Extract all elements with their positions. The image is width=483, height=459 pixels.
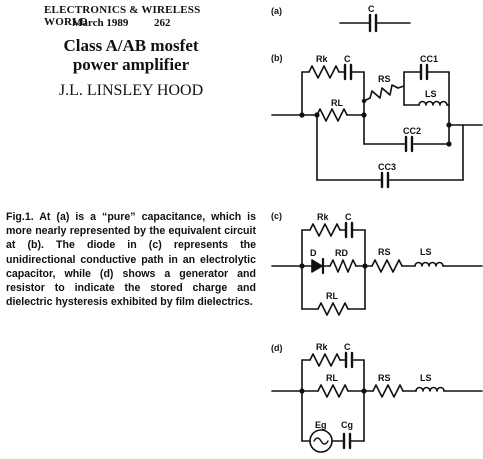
article-title-line-2: power amplifier <box>72 55 190 74</box>
capacitor-c <box>344 221 354 239</box>
capacitor-cc3 <box>380 171 390 189</box>
label-b-ls: LS <box>425 89 437 99</box>
label-b-rk: Rk <box>316 54 328 64</box>
resistor-rk <box>308 65 340 79</box>
label-b-rs: RS <box>378 74 391 84</box>
label-d-eg: Eg <box>315 420 327 430</box>
resistor-rs <box>369 84 399 99</box>
label-d-cg: Cg <box>341 420 353 430</box>
capacitor-c <box>344 351 354 369</box>
label-c-rk: Rk <box>317 212 329 222</box>
circuit-a <box>339 13 411 33</box>
circuit-b <box>271 63 483 189</box>
label-c-rl: RL <box>326 291 338 301</box>
capacitor-cc2 <box>404 135 414 153</box>
label-c-rd: RD <box>335 248 348 258</box>
resistor-rk <box>309 223 341 237</box>
diode-d <box>311 257 325 275</box>
label-d-rs: RS <box>378 373 391 383</box>
label-tag-b: (b) <box>271 53 283 63</box>
label-d-ls: LS <box>420 373 432 383</box>
label-b-rl: RL <box>331 98 343 108</box>
label-d-c: C <box>344 342 351 352</box>
label-b-cc3: CC3 <box>378 162 396 172</box>
label-a-c: C <box>368 4 375 14</box>
inductor-ls <box>415 386 445 392</box>
label-d-rl: RL <box>326 373 338 383</box>
resistor-rl <box>316 108 348 122</box>
label-d-rk: Rk <box>316 342 328 352</box>
figure-caption: Fig.1. At (a) is a “pure” capacitance, w… <box>6 211 256 309</box>
generator-eg <box>309 429 333 453</box>
capacitor-symbol <box>368 13 378 33</box>
resistor-rs <box>372 384 404 398</box>
label-tag-a: (a) <box>271 6 282 16</box>
label-tag-d: (d) <box>271 343 283 353</box>
label-tag-c: (c) <box>271 211 282 221</box>
page-number: 262 <box>154 17 171 29</box>
label-c-c: C <box>345 212 352 222</box>
issue-date: March 1989 <box>72 17 129 29</box>
inductor-ls <box>418 100 448 106</box>
publication-header: ELECTRONICS & WIRELESS WORLD <box>44 4 201 28</box>
capacitor-cc1 <box>419 63 429 81</box>
resistor-rd <box>329 259 357 273</box>
label-c-d: D <box>310 248 317 258</box>
resistor-rl <box>317 302 349 316</box>
article-author: J.L. LINSLEY HOOD <box>58 82 204 99</box>
inductor-ls <box>414 261 444 267</box>
label-b-cc1: CC1 <box>420 54 438 64</box>
label-b-cc2: CC2 <box>403 126 421 136</box>
capacitor-c <box>343 63 353 81</box>
resistor-rk <box>309 353 341 367</box>
label-b-c: C <box>344 54 351 64</box>
circuit-c <box>271 221 483 316</box>
resistor-rs <box>371 259 403 273</box>
article-title-line-1: Class A/AB mosfet <box>63 36 199 55</box>
circuit-d <box>271 351 483 453</box>
label-c-rs: RS <box>378 247 391 257</box>
capacitor-cg <box>342 432 352 450</box>
junction-dots <box>299 98 452 394</box>
resistor-rl <box>317 384 349 398</box>
label-c-ls: LS <box>420 247 432 257</box>
